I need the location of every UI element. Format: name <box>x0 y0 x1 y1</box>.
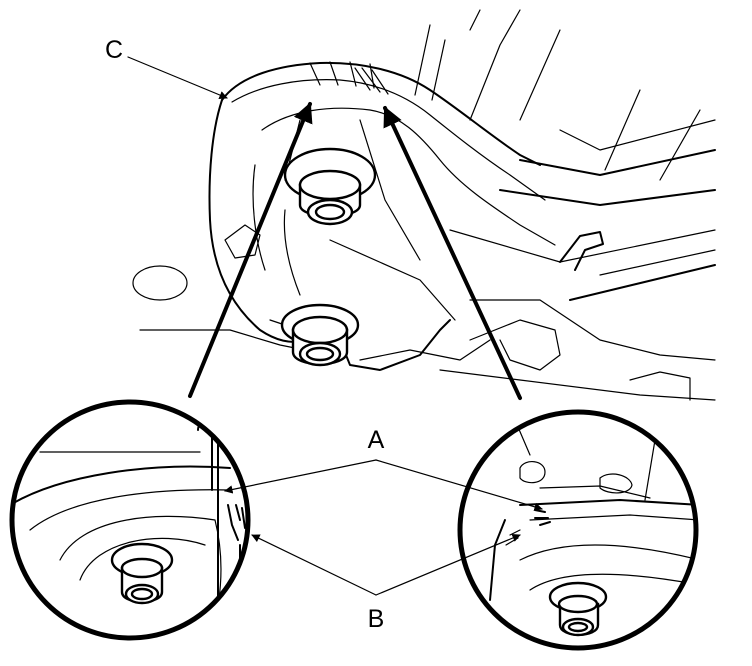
mount-bracket <box>208 61 556 371</box>
right-detail-bolt <box>548 581 608 637</box>
lower-bolt <box>280 303 360 367</box>
callout-a-leaders <box>224 459 543 511</box>
upper-bolt <box>283 147 377 226</box>
right-detail-view <box>457 409 699 651</box>
left-detail-view <box>9 399 251 641</box>
callout-c-leader <box>127 56 228 99</box>
callout-a-label: A <box>368 426 385 454</box>
chassis-frame <box>132 9 716 401</box>
callout-c-label: C <box>105 36 123 64</box>
callout-b-leaders <box>251 534 521 596</box>
callout-b-label: B <box>368 605 385 633</box>
detail-view-arrows <box>188 102 522 400</box>
left-detail-bolt <box>110 542 174 605</box>
